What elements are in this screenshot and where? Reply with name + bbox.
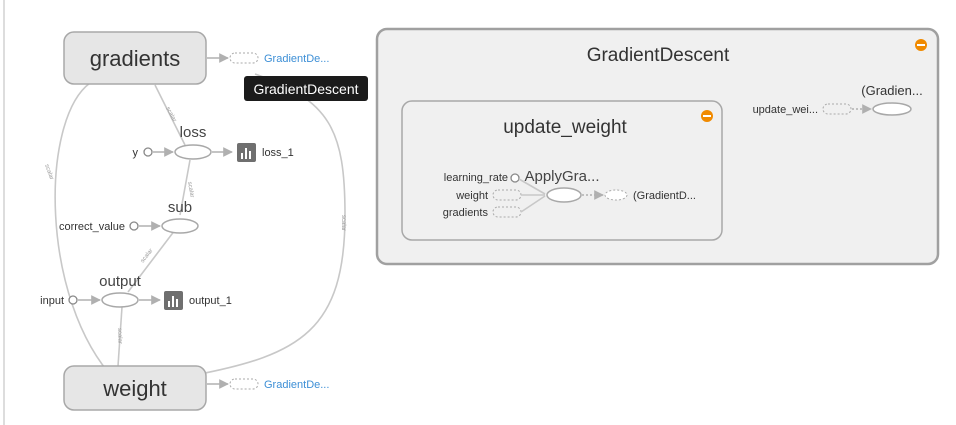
output-label: output <box>99 273 142 290</box>
constant-circle-icon[interactable] <box>143 147 153 157</box>
summary-icon[interactable] <box>164 291 183 310</box>
tooltip-text: GradientDescent <box>253 81 358 97</box>
edge-label-loss-sub: scalar <box>186 181 195 198</box>
edge-output-weight <box>117 306 123 367</box>
apply-output-label: (GradientD... <box>633 190 696 202</box>
collapse-icon[interactable] <box>915 39 927 51</box>
gradients-ref-link[interactable]: GradientDe... <box>264 53 329 65</box>
constant-circle-icon[interactable] <box>68 295 78 305</box>
output-node[interactable] <box>101 292 139 308</box>
outer-input-label: update_wei... <box>753 104 818 116</box>
edge-label-weight-grad: scalar <box>340 215 346 231</box>
edge-gradients-weight <box>54 82 116 381</box>
outer-input-placeholder <box>822 103 852 115</box>
weight-node[interactable]: weight <box>63 365 207 411</box>
constant-circle-icon[interactable] <box>129 221 139 231</box>
gradients-input-label: gradients <box>443 207 489 219</box>
edge-sub-output <box>127 229 176 293</box>
output-input-label: input <box>40 295 64 307</box>
weight-input-label: weight <box>455 190 488 202</box>
loss-label: loss <box>180 124 207 141</box>
edge-loss-sub <box>179 159 191 216</box>
apply-op-label: ApplyGra... <box>524 168 599 185</box>
weight-ref-placeholder <box>229 378 259 390</box>
lr-input-label: learning_rate <box>444 172 508 184</box>
edge-label-grad-loss: scalar <box>164 106 177 123</box>
weight-label: weight <box>102 376 167 401</box>
update-weight-title: update_weight <box>503 117 627 138</box>
constant-circle-icon[interactable] <box>510 173 520 183</box>
sub-node[interactable] <box>161 218 199 234</box>
summary-icon[interactable] <box>237 143 256 162</box>
sub-input-label: correct_value <box>59 221 125 233</box>
loss-node[interactable] <box>174 144 212 160</box>
edge-weight-gradients <box>194 73 346 376</box>
edge-gradients-loss <box>154 84 186 146</box>
apply-op-node[interactable] <box>546 187 582 203</box>
edge-label-grad-sub: scalar <box>43 164 54 181</box>
gradients-ref-placeholder <box>229 52 259 64</box>
apply-output-placeholder <box>604 189 628 201</box>
output-summary-label: output_1 <box>189 295 232 307</box>
gradients-label: gradients <box>90 46 181 71</box>
outer-node-label: (Gradien... <box>861 83 922 98</box>
sub-label: sub <box>168 199 192 216</box>
gradients-to-apply-edge <box>520 195 546 213</box>
edge-label-sub-output: scalar <box>140 248 155 264</box>
loss-summary-label: loss_1 <box>262 147 294 159</box>
update-weight-group[interactable] <box>401 100 723 241</box>
tooltip: GradientDescent <box>244 76 368 101</box>
loss-input-label: y <box>133 147 139 159</box>
edge-label-output-weight: scalar <box>116 328 123 344</box>
outer-node[interactable] <box>872 102 912 116</box>
weight-ref-link[interactable]: GradientDe... <box>264 379 329 391</box>
gradient-descent-title: GradientDescent <box>587 45 730 66</box>
gradients-node[interactable]: gradients <box>63 31 207 85</box>
collapse-icon[interactable] <box>701 110 713 122</box>
lr-to-apply-edge <box>518 178 546 195</box>
